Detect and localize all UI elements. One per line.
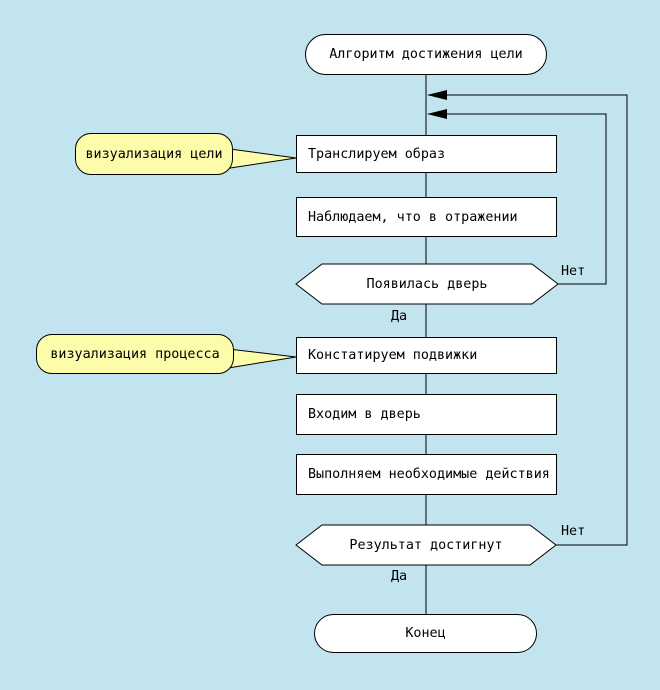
edge-label-no: Нет <box>561 264 586 279</box>
start-label: Алгоритм достижения цели <box>329 47 523 62</box>
process-label: Выполняем необходимые действия <box>308 467 550 482</box>
process-perform-actions: Выполняем необходимые действия <box>296 454 557 495</box>
decision-result-achieved: Результат достигнут <box>296 525 556 565</box>
edge-label-yes: Да <box>391 569 408 584</box>
decision-label: Появилась дверь <box>366 276 488 292</box>
decision-label: Результат достигнут <box>349 537 503 553</box>
process-translate-image: Транслируем образ <box>296 135 557 173</box>
callout-tail-process <box>227 348 297 369</box>
callout-label: визуализация процесса <box>50 346 220 362</box>
loop-connectors <box>428 94 628 546</box>
decision-shape-door-appeared <box>295 263 559 305</box>
arrowhead-left-icon <box>427 109 447 119</box>
end-terminator: Конец <box>314 614 537 653</box>
callout-tail-goal <box>229 148 297 169</box>
decision-shape-result-achieved <box>295 524 557 566</box>
decision-door-appeared: Появилась дверь <box>296 264 558 304</box>
loop-decision1-no <box>428 113 607 285</box>
callout-process-visualization: визуализация процесса <box>36 334 234 374</box>
edge-label-no: Нет <box>561 524 586 539</box>
process-label: Транслируем образ <box>308 146 446 162</box>
start-terminator: Алгоритм достижения цели <box>305 34 547 75</box>
end-label: Конец <box>405 626 446 641</box>
process-observe-reflection: Наблюдаем, что в отражении <box>296 197 557 237</box>
edge-label-yes: Да <box>391 309 408 324</box>
process-label: Наблюдаем, что в отражении <box>308 209 518 225</box>
process-note-progress: Констатируем подвижки <box>296 337 557 374</box>
callout-goal-visualization: визуализация цели <box>75 133 233 175</box>
callout-label: визуализация цели <box>85 146 223 162</box>
process-label: Констатируем подвижки <box>308 348 478 363</box>
process-label: Входим в дверь <box>308 407 421 422</box>
arrowhead-left-icon <box>427 90 447 100</box>
loop-decision2-no <box>428 94 628 546</box>
process-enter-door: Входим в дверь <box>296 394 557 435</box>
